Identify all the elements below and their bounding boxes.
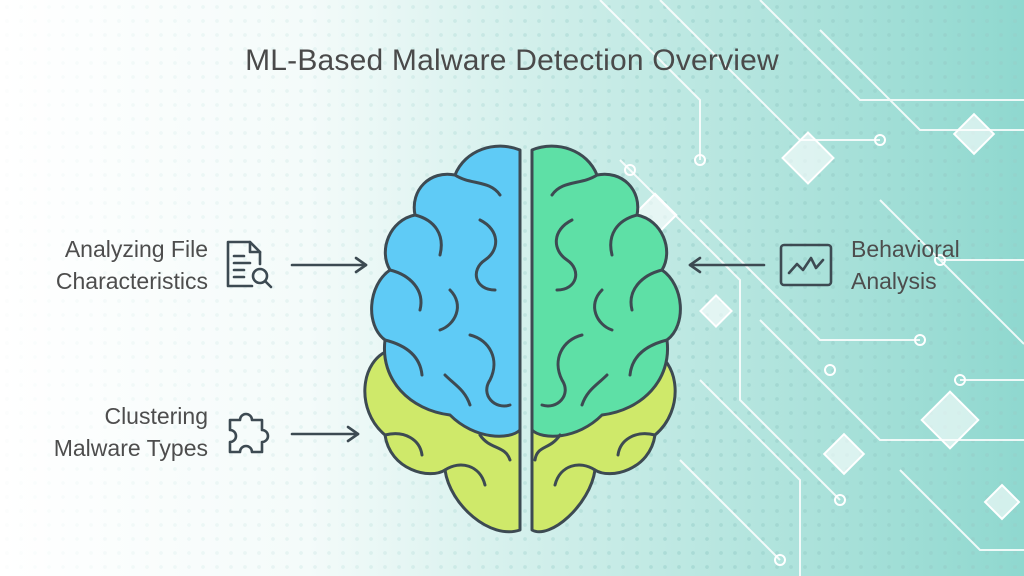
arrow-to-brain [290,425,360,443]
label-line: Analysis [851,268,937,294]
label-line: Behavioral [851,236,960,262]
label-file-characteristics: Analyzing File Characteristics [18,233,208,297]
label-line: Analyzing File [64,236,208,262]
arrow-to-brain [688,256,766,274]
brain-illustration [363,144,682,534]
label-line: Malware Types [53,435,208,461]
label-clustering: Clustering Malware Types [18,400,208,464]
label-line: Clustering [104,403,208,429]
puzzle-icon [228,412,270,454]
page-title: ML-Based Malware Detection Overview [245,44,779,77]
document-search-icon [226,240,273,289]
label-line: Characteristics [55,268,208,294]
label-behavioral-analysis: Behavioral Analysis [851,233,1021,297]
arrow-to-brain [290,256,368,274]
line-chart-icon [779,243,833,287]
